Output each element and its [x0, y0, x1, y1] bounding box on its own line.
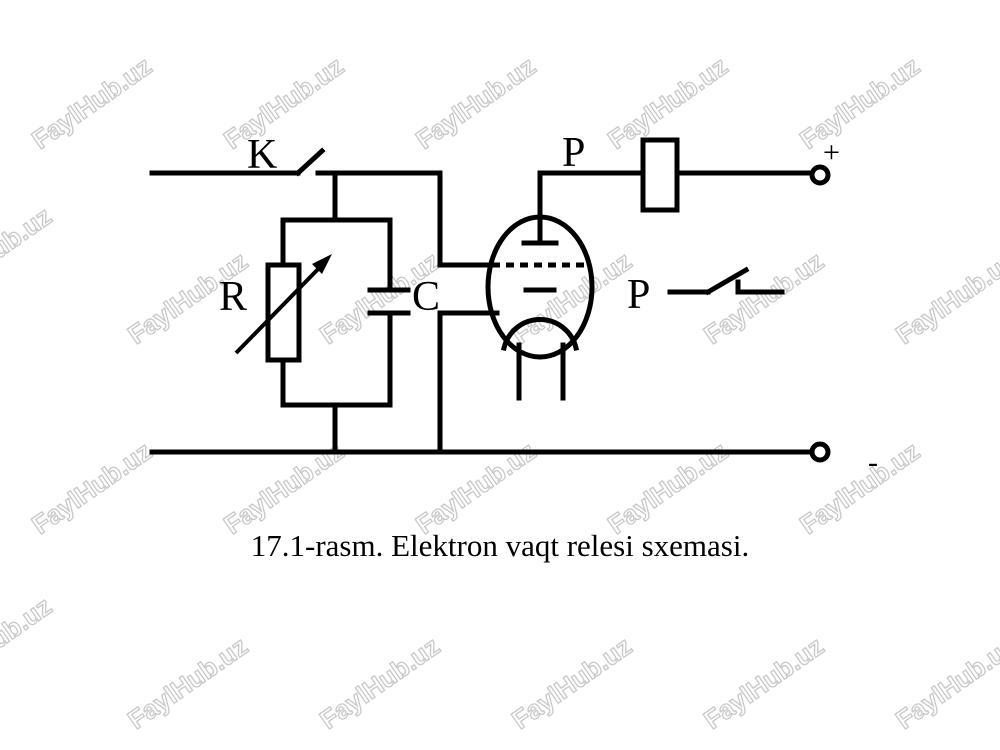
minus-terminal	[809, 441, 831, 463]
label-coil-p: P	[562, 130, 585, 176]
watermark-text: FaylHub.uz	[314, 631, 445, 735]
label-plus: +	[823, 136, 840, 169]
relay-coil	[537, 137, 815, 213]
watermark-text: FaylHub.uz	[26, 51, 157, 155]
label-c: C	[412, 274, 440, 320]
watermark-text: FaylHub.uz	[890, 246, 1000, 350]
watermark-text: FaylHub.uz	[122, 631, 253, 735]
switch-k	[149, 147, 443, 177]
label-k: K	[247, 132, 277, 178]
watermark-text: FaylHub.uz	[410, 51, 541, 155]
watermark-text: FaylHub.uz	[698, 246, 829, 350]
watermark-text: FaylHub.uz	[26, 436, 157, 540]
watermark-text: FaylHub.uz	[0, 201, 57, 305]
label-minus: -	[868, 446, 878, 479]
label-contact-p: P	[627, 272, 650, 318]
watermark-text: FaylHub.uz	[794, 51, 925, 155]
label-r: R	[219, 274, 247, 320]
grid-wiring	[437, 170, 500, 455]
relay-contact	[667, 266, 785, 296]
variable-resistor	[234, 254, 332, 363]
plus-terminal	[809, 164, 831, 186]
watermark-text: FaylHub.uz	[506, 631, 637, 735]
capacitor	[367, 287, 411, 316]
watermark-text: FaylHub.uz	[218, 51, 349, 155]
watermark-text: FaylHub.uz	[0, 591, 57, 695]
rc-branch	[280, 170, 393, 455]
watermark-text: FaylHub.uz	[698, 631, 829, 735]
watermark-text: FaylHub.uz	[890, 631, 1000, 735]
figure-caption: 17.1-rasm. Elektron vaqt relesi sxemasi.	[250, 528, 750, 563]
vacuum-tube	[485, 170, 595, 401]
